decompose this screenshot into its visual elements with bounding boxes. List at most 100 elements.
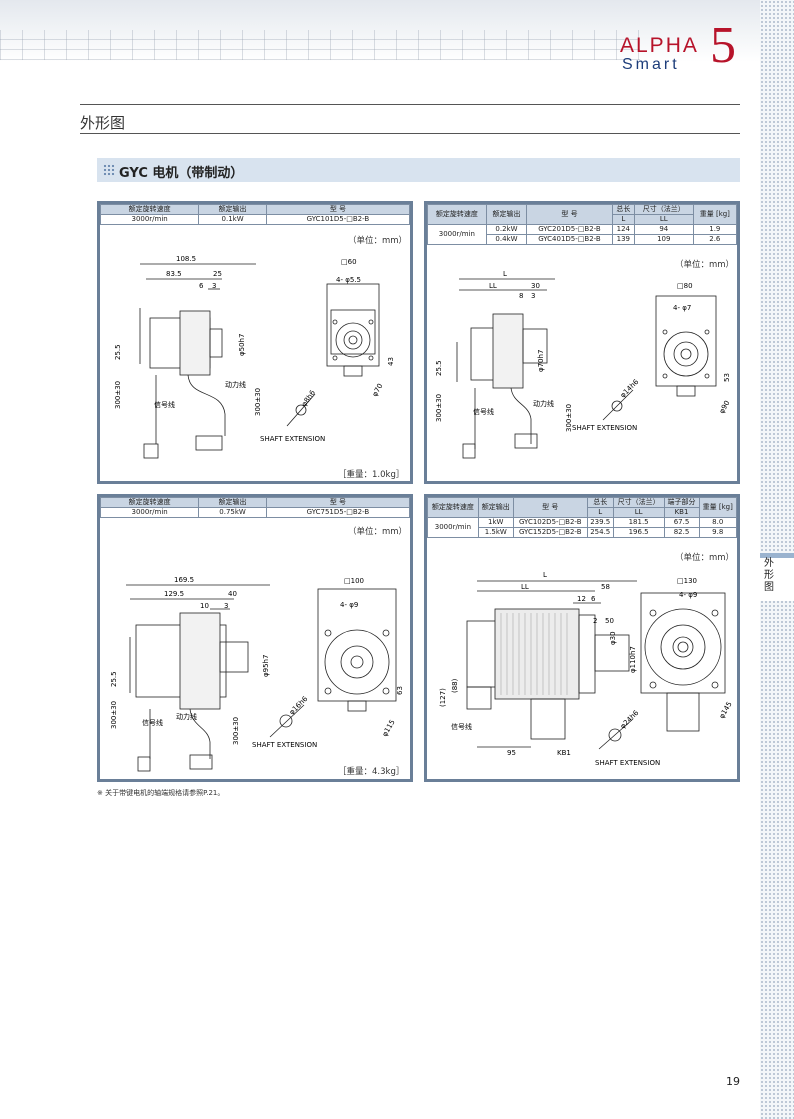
- dots-icon: [103, 164, 115, 176]
- dim-label: 95: [507, 749, 516, 757]
- dim-label: L: [543, 571, 547, 579]
- dim-label: □100: [344, 577, 364, 585]
- dim-label: 4- φ7: [673, 304, 691, 312]
- dim-label: 3: [224, 602, 228, 610]
- dim-label: □130: [677, 577, 697, 585]
- shaft-extension-label: SHAFT EXTENSION: [260, 435, 325, 443]
- dim-label: 4- φ9: [340, 601, 358, 609]
- dim-label: φ14h6: [619, 378, 641, 400]
- unit-label: （单位：mm）: [348, 527, 408, 537]
- subheading-text: GYC 电机（带制动）: [119, 166, 244, 181]
- dim-label: 2: [593, 617, 597, 625]
- spec-table: 额定旋转速度 额定输出 型 号 3000r/min 0.75kW GYC751D…: [99, 497, 411, 518]
- footnote: ※ 关于带键电机的轴端规格请参照P.21。: [97, 789, 225, 797]
- motor-drawing: 169.5 129.5 40 10 3 □100 4- φ9 φ95h7 25.…: [110, 576, 404, 772]
- dim-label: φ90: [718, 399, 732, 415]
- dim-label: 83.5: [166, 270, 182, 278]
- table-cell: GYC101D5-□B2-B: [265, 214, 411, 225]
- section-rule: [80, 133, 740, 134]
- dim-label: 50: [605, 617, 614, 625]
- table-cell: 139: [611, 234, 635, 245]
- dim-label: 300±30: [114, 381, 122, 409]
- panel-gyc101: 额定旋转速度 额定输出 型 号 3000r/min 0.1kW GYC101D5…: [97, 201, 413, 484]
- dim-label: φ16h6: [288, 695, 310, 717]
- section-title: 外形图: [80, 114, 126, 132]
- unit-label: （单位：mm）: [675, 553, 735, 563]
- side-tab[interactable]: 外 形 图: [760, 553, 794, 601]
- spec-table: 额定旋转速度 额定输出 型 号 总长 尺寸（法兰） 重量 [kg] L LL 3…: [427, 204, 738, 245]
- table-header: 型 号: [512, 497, 588, 518]
- dim-label: 25.5: [435, 360, 443, 376]
- dim-label: 40: [228, 590, 237, 598]
- dim-label: φ8h6: [300, 388, 317, 408]
- dim-label: LL: [521, 583, 529, 591]
- dim-label: (88): [451, 678, 459, 693]
- dim-label: 4- φ5.5: [336, 276, 361, 284]
- power-cable-label: 动力线: [225, 380, 246, 389]
- unit-label: （单位：mm）: [675, 260, 735, 270]
- signal-cable-label: 信号线: [473, 407, 494, 416]
- table-cell: GYC751D5-□B2-B: [265, 507, 411, 518]
- panel-gyc201-401: 额定旋转速度 额定输出 型 号 总长 尺寸（法兰） 重量 [kg] L LL 3…: [424, 201, 740, 484]
- dim-label: 63: [396, 686, 404, 695]
- dim-label: 25: [213, 270, 222, 278]
- dim-label: 8: [519, 292, 523, 300]
- header-grid-decoration: [0, 30, 640, 60]
- dim-label: φ50h7: [238, 334, 246, 356]
- dim-label: 169.5: [174, 576, 194, 584]
- table-cell: 2.6: [692, 234, 738, 245]
- dim-label: φ30: [609, 631, 617, 645]
- weight-label: ［重量：1.0kg］: [338, 470, 405, 480]
- motor-drawing: L LL 58 12 6 2 50 □130 4- φ9 φ30 φ110h7 …: [439, 571, 734, 767]
- motor-drawing: L LL 30 8 3 □80 4- φ7 φ70h7 25.5 53 300±…: [435, 270, 732, 459]
- dim-label: φ70: [371, 382, 385, 398]
- shaft-extension-label: SHAFT EXTENSION: [252, 741, 317, 749]
- dim-label: 30: [531, 282, 540, 290]
- dim-label: 6: [591, 595, 596, 603]
- dim-label: 4- φ9: [679, 591, 697, 599]
- shaft-extension-label: SHAFT EXTENSION: [595, 759, 660, 767]
- table-cell: 82.5: [663, 527, 700, 538]
- dim-label: φ95h7: [262, 655, 270, 677]
- logo-five: 5: [710, 17, 736, 74]
- dim-label: LL: [489, 282, 497, 290]
- dim-label: 300±30: [435, 394, 443, 422]
- header-band: [0, 0, 794, 62]
- dim-label: (127): [439, 688, 447, 707]
- table-header: 额定旋转速度: [427, 497, 479, 518]
- side-tab-char: 图: [764, 582, 774, 593]
- motor-drawing: 108.5 83.5 25 6 3 □60 4- φ5.5 φ50h7 25.5…: [114, 255, 395, 459]
- table-cell: 9.8: [698, 527, 737, 538]
- dim-label: 58: [601, 583, 610, 591]
- table-header: 重量 [kg]: [692, 204, 738, 225]
- dim-label: φ115: [381, 718, 397, 738]
- dim-label: KB1: [557, 749, 571, 757]
- panel-gyc751: 额定旋转速度 额定输出 型 号 3000r/min 0.75kW GYC751D…: [97, 494, 413, 782]
- dim-label: 3: [212, 282, 216, 290]
- dim-label: 300±30: [110, 701, 118, 729]
- power-cable-label: 动力线: [176, 712, 197, 721]
- subheading-bar: GYC 电机（带制动）: [97, 158, 740, 182]
- table-cell: 3000r/min: [99, 214, 200, 225]
- page-number: 19: [726, 1075, 740, 1088]
- side-tab-char: 形: [764, 570, 774, 581]
- dim-label: 53: [723, 373, 731, 382]
- dim-label: 25.5: [114, 344, 122, 360]
- dim-label: □80: [677, 282, 693, 290]
- dim-label: 3: [531, 292, 535, 300]
- power-cable-label: 动力线: [533, 399, 554, 408]
- table-cell: 254.5: [586, 527, 614, 538]
- dim-label: φ145: [718, 700, 734, 720]
- dim-label: φ24h6: [619, 709, 641, 731]
- table-cell: 3000r/min: [99, 507, 200, 518]
- table-header: 额定旋转速度: [427, 204, 487, 225]
- dim-label: □60: [341, 258, 357, 266]
- alpha5-logo: ALPHA Smart 5: [614, 17, 754, 80]
- dim-label: 300±30: [254, 388, 262, 416]
- dim-label: L: [503, 270, 507, 278]
- logo-alpha: ALPHA: [620, 34, 699, 57]
- dim-label: 129.5: [164, 590, 184, 598]
- dim-label: 6: [199, 282, 204, 290]
- side-tab-char: 外: [764, 558, 774, 569]
- dim-label: 300±30: [565, 404, 573, 432]
